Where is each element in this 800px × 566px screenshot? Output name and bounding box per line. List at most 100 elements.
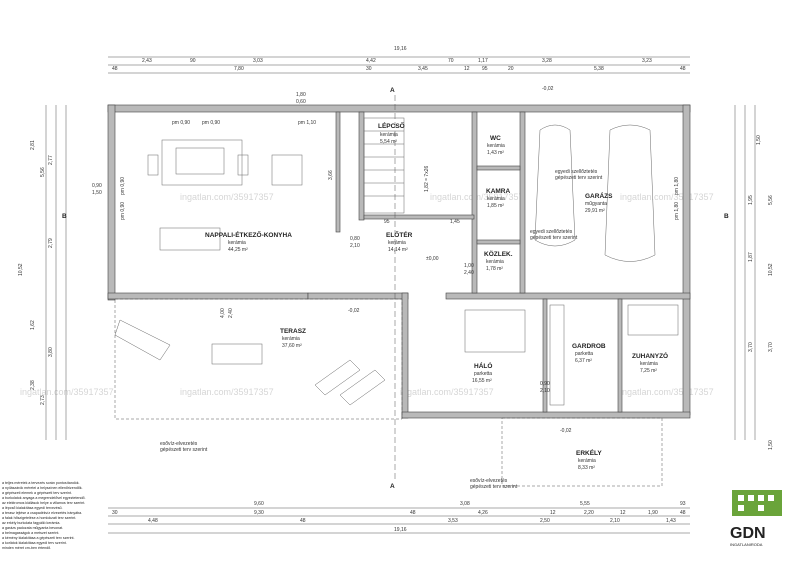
dim-label: 48 — [112, 66, 118, 72]
dim-label: 30 — [112, 510, 118, 516]
dim-label: 48 — [410, 510, 416, 516]
gdn-logo: GDN INGATLANIRODA — [730, 490, 782, 547]
pm-label: pm 0,90 — [172, 120, 190, 126]
room-zuhanyzo: ZUHANYZÓ kerámia 7,25 m² — [632, 351, 668, 374]
watermark: ingatlan.com/35917357 — [180, 192, 274, 202]
notes: egyedi szellőztetés gépészeti terv szeri… — [160, 169, 603, 490]
dim-label: 20 — [508, 66, 514, 72]
dim-label: 10,52 — [18, 263, 24, 276]
dim-label: 9,60 — [254, 501, 264, 507]
dim-label: 1,17 — [478, 58, 488, 64]
pm-label: pm 1,80 — [674, 202, 680, 220]
dim-label: 1,95 — [748, 195, 754, 205]
pm-label: pm 1,80 — [674, 177, 680, 195]
dim-label: 0,90 — [92, 183, 102, 189]
dim-label: 0,90 — [540, 381, 550, 387]
dim-label: 3,70 — [748, 342, 754, 352]
top-dimensions: 19,16 2,43 90 3,03 4,42 70 1,17 3,28 3,2… — [108, 46, 690, 74]
dim-label: 2,20 — [584, 510, 594, 516]
note: esővíz-elvezetés — [160, 441, 198, 447]
dim-label: 1,50 — [92, 190, 102, 196]
level-mark: ±0,00 — [426, 256, 439, 262]
room-kozlek: KÖZLEK. kerámia 1,78 m² — [484, 249, 513, 272]
pm-label: pm 0,90 — [120, 177, 126, 195]
room-area: 29,91 m² — [585, 208, 605, 214]
note: egyedi szellőztetés — [530, 229, 573, 235]
walls — [107, 104, 691, 419]
dim-label: 3,70 — [768, 342, 774, 352]
dim-label: 5,38 — [594, 66, 604, 72]
room-name: NAPPALI-ÉTKEZŐ-KONYHA — [205, 230, 292, 239]
room-name: TERASZ — [280, 328, 306, 335]
logo-tagline: INGATLANIRODA — [730, 542, 763, 547]
dim-label: 2,10 — [540, 388, 550, 394]
dim-label: 5,55 — [580, 501, 590, 507]
dim-label: 3,28 — [542, 58, 552, 64]
room-name: WC — [490, 135, 501, 142]
room-floor: kerámia — [486, 259, 504, 265]
footnote-line: minden méret cm-ben értendő. — [2, 546, 51, 550]
room-floor: kerámia — [578, 458, 596, 464]
dim-label: 1,50 — [756, 135, 762, 145]
dim-label: 2,10 — [610, 518, 620, 524]
dim-label: 10,52 — [768, 263, 774, 276]
room-name: ZUHANYZÓ — [632, 351, 668, 360]
dim-label: 0,80 — [350, 236, 360, 242]
footnote-line: az elektromos kiállások helye a villamos… — [2, 501, 85, 505]
room-nappali: NAPPALI-ÉTKEZŐ-KONYHA kerámia 44,25 m² — [205, 230, 292, 253]
dim-label: 2,73 — [40, 395, 46, 405]
room-terasz: TERASZ kerámia 37,60 m² -0,02 — [280, 308, 360, 349]
dim-label: 12 — [464, 66, 470, 72]
room-area: 1,85 m² — [487, 203, 504, 209]
dim-label: 3,80 — [48, 347, 54, 357]
footnote-line: a falak hőszigetelése a homlokzati terv … — [2, 516, 76, 520]
dim-label: 3,08 — [460, 501, 470, 507]
footnote-line: a nyílászárók méretei a helyszínen ellen… — [2, 486, 83, 490]
room-floor: kerámia — [640, 361, 658, 367]
dim-label: 1,45 — [450, 219, 460, 225]
room-eloter: ELŐTÉR kerámia 14,14 m² ±0,00 — [386, 230, 439, 262]
dim-label: 2,77 — [48, 155, 54, 165]
room-name: KAMRA — [486, 188, 510, 195]
room-floor: műgyanta — [585, 201, 607, 207]
room-floor: kerámia — [388, 240, 406, 246]
interior-dims: 0,90 1,50 1,80 0,60 0,80 2,10 1,00 2,40 … — [92, 92, 550, 394]
dim-label: 4,42 — [366, 58, 376, 64]
note: gépészeti terv szerint — [160, 447, 208, 453]
footnote-line: a korlátok kialakítása egyedi terv szeri… — [2, 541, 67, 545]
watermark: ingatlan.com/35917357 — [20, 387, 114, 397]
dim-label: 3,66 — [328, 170, 334, 180]
note: gépészeti terv szerint — [530, 235, 578, 241]
room-kamra: KAMRA kerámia 1,85 m² — [486, 188, 510, 209]
room-area: 44,25 m² — [228, 247, 248, 253]
dim-label: 9,30 — [254, 510, 264, 516]
dim-label: 7,80 — [234, 66, 244, 72]
room-garazs: GARÁZS műgyanta 29,91 m² — [585, 191, 613, 214]
section-a-bottom: A — [390, 483, 395, 490]
footnote: a teljes méretek a tervezés során pontos… — [2, 481, 86, 550]
window-labels: pm 0,90 pm 0,90 pm 1,10 pm 0,90 pm 0,90 … — [120, 120, 680, 220]
room-area: 37,60 m² — [282, 343, 302, 349]
section-a-top: A — [390, 87, 395, 94]
level-mark: -0,02 — [560, 428, 572, 434]
pm-label: pm 1,10 — [298, 120, 316, 126]
footnote-line: a garázs padozata műgyanta bevonat. — [2, 526, 63, 530]
room-name: GARÁZS — [585, 191, 613, 200]
dim-label: 93 — [680, 501, 686, 507]
room-lepcso: LÉPCSŐ kerámia 5,54 m² — [378, 121, 405, 145]
room-halo: HÁLÓ parketta 16,55 m² — [472, 361, 492, 384]
logo-text: GDN — [730, 525, 766, 542]
room-area: 16,55 m² — [472, 378, 492, 384]
room-gardrob: GARDROB parketta 6,37 m² — [572, 343, 606, 364]
room-floor: kerámia — [282, 336, 300, 342]
dim-label: 3,53 — [448, 518, 458, 524]
dim-label: 1,50 — [768, 440, 774, 450]
pm-label: pm 0,90 — [120, 202, 126, 220]
room-name: HÁLÓ — [474, 361, 492, 370]
section-b-right: B — [724, 213, 729, 220]
dim-label: 2,10 — [350, 243, 360, 249]
room-floor: parketta — [474, 371, 492, 377]
room-area: 1,78 m² — [486, 266, 503, 272]
footnote-line: a kémény kialakítása a gépészeti terv sz… — [2, 536, 75, 540]
dim-label: 12 — [550, 510, 556, 516]
